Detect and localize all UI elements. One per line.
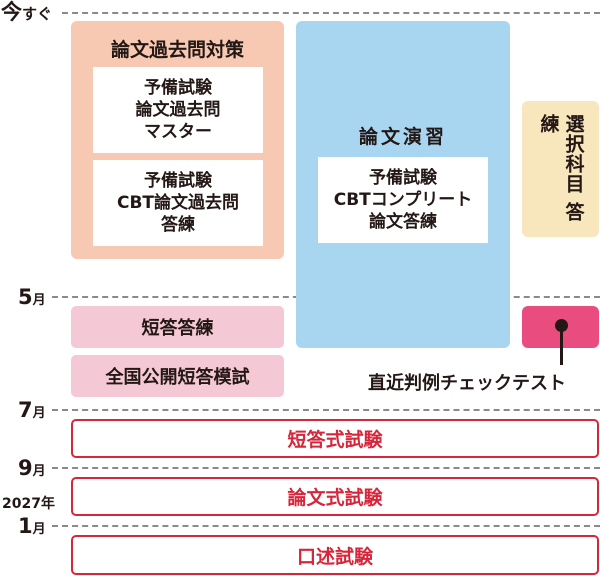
marker-january-unit: 月 <box>32 522 46 537</box>
item-line: 論文答練 <box>369 212 437 232</box>
marker-september-unit: 月 <box>32 464 46 479</box>
ronbun-kakomon-item-cbt: 予備試験 CBT論文過去問 答練 <box>93 160 263 246</box>
marker-july-num: 7 <box>18 398 33 422</box>
marker-may-unit: 月 <box>32 293 46 308</box>
marker-year-2027: 2027年 <box>2 497 55 511</box>
item-line: CBTコンプリート <box>333 190 473 210</box>
exam-ronbun-label: 論文式試験 <box>287 487 383 509</box>
ronbun-kakomon-title: 論文過去問対策 <box>110 39 244 61</box>
exam-kojutsu-label: 口述試験 <box>296 545 373 568</box>
exam-tanto-label: 短答式試験 <box>287 429 383 451</box>
hanrei-check-label: 直近判例チェックテスト <box>368 373 566 394</box>
marker-september: 9月 <box>18 458 46 479</box>
timeline-line-july <box>52 409 600 411</box>
marker-may: 5月 <box>18 287 46 308</box>
marker-may-num: 5 <box>18 285 33 309</box>
ronbun-kakomon-block: 論文過去問対策 予備試験 論文過去問 マスター 予備試験 CBT論文過去問 答練 <box>71 21 284 259</box>
hanrei-leader-line <box>560 325 563 365</box>
item-line: 論文過去問 <box>135 100 221 120</box>
ronbun-kakomon-item-master: 予備試験 論文過去問 マスター <box>93 67 263 153</box>
exam-tanto-box: 短答式試験 <box>71 419 599 458</box>
marker-january: 1月 <box>18 516 46 537</box>
item-line: 予備試験 <box>144 78 212 98</box>
marker-year-text: 2027年 <box>2 496 55 512</box>
tanto-toren-label: 短答答練 <box>141 318 214 339</box>
marker-july-unit: 月 <box>32 406 46 421</box>
item-line: マスター <box>144 122 212 142</box>
ronbun-enshu-title: 論文演習 <box>358 126 447 148</box>
marker-now-big: 今 <box>1 0 22 24</box>
sentaku-block: 選択科目 答練 <box>522 101 599 237</box>
marker-september-num: 9 <box>18 456 33 480</box>
timeline-line-now <box>62 12 600 14</box>
item-line: 答練 <box>161 215 195 235</box>
item-line: 予備試験 <box>144 171 212 191</box>
tanto-toren-block: 短答答練 <box>71 306 284 348</box>
timeline-line-september <box>52 467 600 469</box>
marker-july: 7月 <box>18 400 46 421</box>
tanto-moshi-label: 全国公開短答模試 <box>105 367 250 388</box>
ronbun-enshu-block: 論文演習 予備試験 CBTコンプリート 論文答練 <box>296 21 510 348</box>
marker-now: 今すぐ <box>1 2 52 23</box>
sentaku-col2: 答練 <box>537 114 585 222</box>
sentaku-col1: 選択科目 <box>562 114 585 194</box>
tanto-moshi-block: 全国公開短答模試 <box>71 355 284 397</box>
exam-kojutsu-box: 口述試験 <box>71 535 599 575</box>
marker-now-small: すぐ <box>22 5 53 23</box>
item-line: 予備試験 <box>369 168 437 188</box>
ronbun-enshu-item-cbt-complete: 予備試験 CBTコンプリート 論文答練 <box>318 157 488 243</box>
sentaku-label: 選択科目 答練 <box>536 114 586 224</box>
item-line: CBT論文過去問 <box>116 193 240 213</box>
timeline-line-january <box>52 525 600 527</box>
marker-january-num: 1 <box>18 514 33 538</box>
exam-ronbun-box: 論文式試験 <box>71 477 599 516</box>
